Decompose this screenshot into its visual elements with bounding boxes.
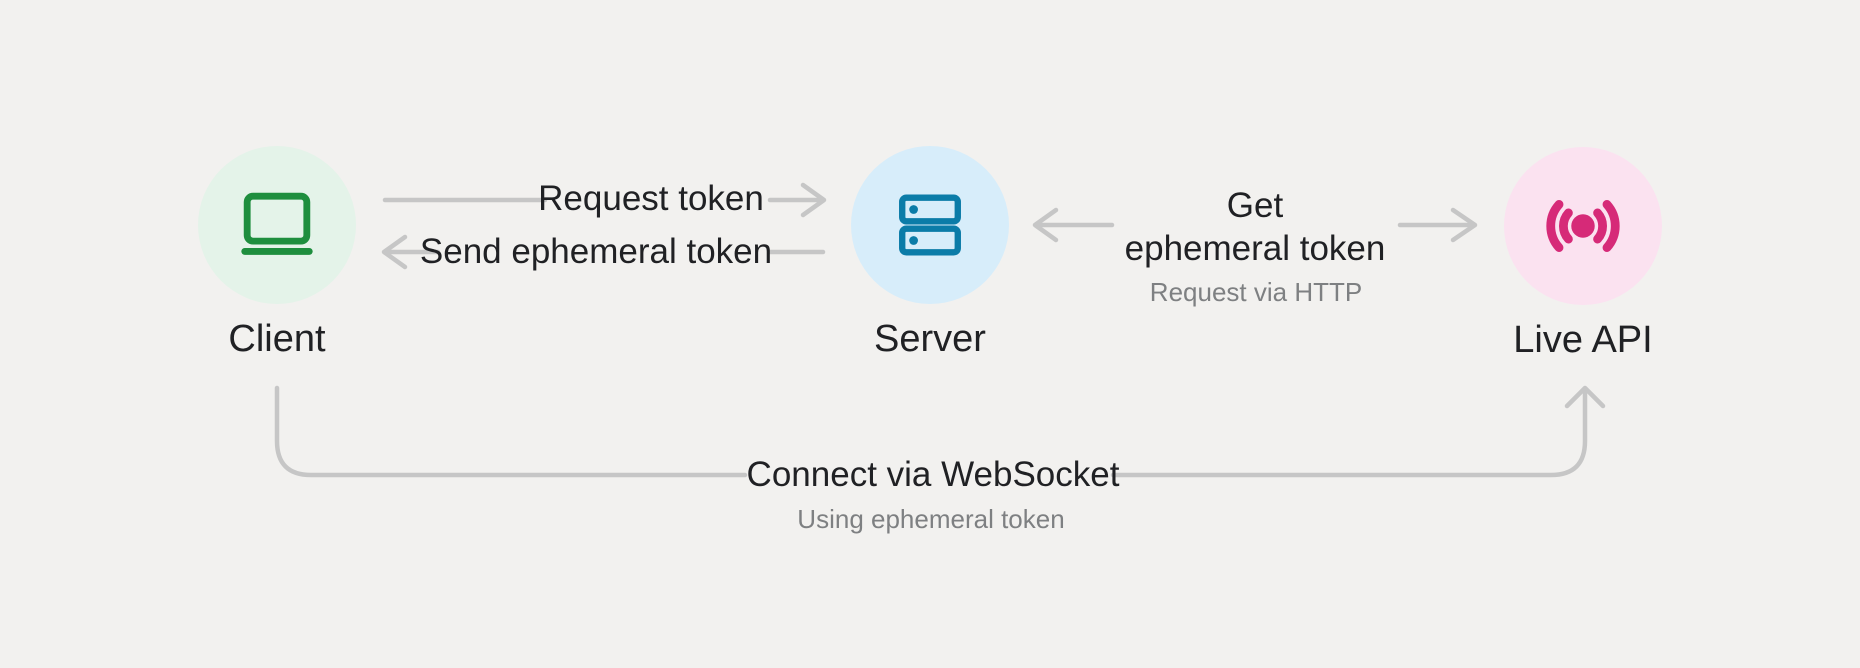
live-broadcast-icon <box>1546 199 1620 253</box>
get-ephemeral-token-label-line2: ephemeral token <box>1124 229 1386 268</box>
using-ephemeral-token-sublabel: Using ephemeral token <box>797 504 1065 535</box>
connect-via-websocket-label: Connect via WebSocket <box>746 454 1120 494</box>
edge-request-token <box>382 182 827 218</box>
client-label: Client <box>228 318 326 361</box>
right-arrowhead-icon <box>1450 207 1478 243</box>
right-arrowhead-icon <box>800 182 827 218</box>
edge-connect-websocket <box>274 385 1606 478</box>
server-stack-icon <box>899 194 961 256</box>
edge-get-ephemeral-token <box>1032 207 1478 243</box>
live-api-node <box>1504 147 1662 305</box>
get-ephemeral-token-label: Get ephemeral token <box>1125 184 1386 270</box>
websocket-curve-right <box>1110 387 1588 478</box>
up-arrowhead-icon <box>1564 385 1606 409</box>
request-token-label: Request token <box>538 178 764 218</box>
send-ephemeral-token-label: Send ephemeral token <box>419 231 773 271</box>
get-ephemeral-token-label-line1: Get <box>1226 186 1284 225</box>
websocket-curve-left <box>274 385 748 478</box>
edge-send-ephemeral-token <box>381 234 826 270</box>
laptop-icon <box>241 192 313 255</box>
request-via-http-sublabel: Request via HTTP <box>1149 277 1363 308</box>
server-label: Server <box>874 318 986 361</box>
client-node <box>198 146 356 304</box>
server-node <box>851 146 1009 304</box>
live-api-label: Live API <box>1513 319 1653 362</box>
